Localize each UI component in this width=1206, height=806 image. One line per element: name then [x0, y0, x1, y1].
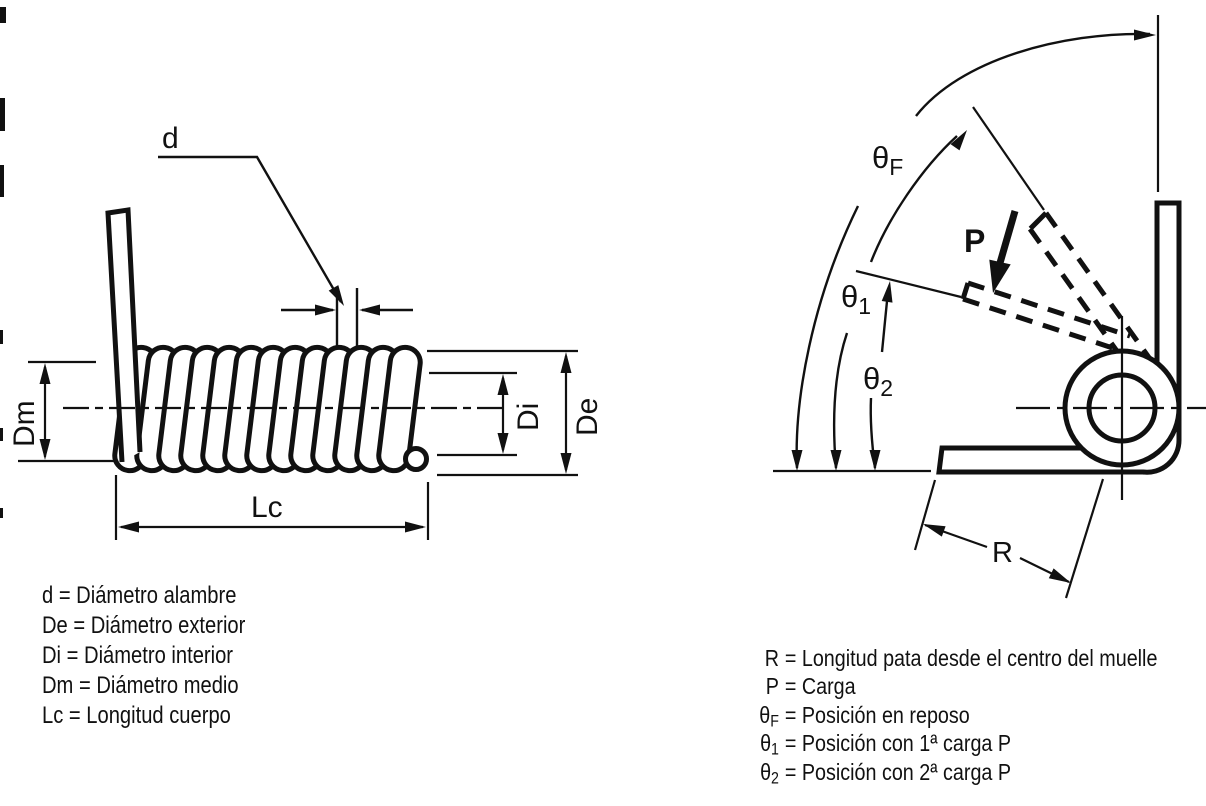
d-arrowhead-left	[359, 304, 380, 316]
legend-line-text: = Posición con 1ª carga P	[784, 730, 1012, 757]
label-outer-diameter: De	[571, 398, 604, 436]
d-leader-line	[158, 155, 343, 303]
dim-outer-diameter	[427, 349, 578, 477]
spring-side-view: d Dm Di	[8, 122, 604, 540]
theta2-arrowhead-bottom	[869, 450, 881, 471]
r-ext-left	[913, 479, 937, 551]
legend-symbol: θF	[759, 701, 779, 731]
legend-spring-dimensions: d = Diámetro alambre De = Diámetro exter…	[42, 581, 245, 731]
left-edge-artifacts	[0, 7, 6, 518]
theta2-arrowhead-top	[881, 281, 893, 303]
dm-arrowhead-down	[39, 439, 51, 460]
legend-symbol: θ1	[760, 730, 779, 759]
dm-arrowhead-up	[39, 363, 51, 384]
theta2-ext-line	[855, 269, 962, 299]
legend-line-text: De = Diámetro exterior	[42, 612, 246, 639]
load-arrow	[989, 210, 1019, 293]
leg-low-top-edge	[967, 280, 1131, 339]
theta1-arc-lower	[832, 332, 849, 469]
leg-low-end-cap	[960, 282, 971, 300]
label-mean-diameter: Dm	[8, 400, 41, 447]
label-theta-2: θ2	[863, 361, 893, 401]
label-leg-length: R	[992, 537, 1013, 569]
fixed-leg-vertical	[1154, 200, 1182, 440]
label-theta-1: θ1	[841, 279, 871, 319]
dim-wire-diameter	[158, 155, 413, 348]
legend-line-text: = Longitud pata desde el centro del muel…	[784, 645, 1158, 671]
de-arrowhead-down	[560, 453, 572, 474]
legend-line: Lc = Longitud cuerpo	[42, 701, 245, 731]
legend-torsion-angles: R = Longitud pata desde el centro del mu…	[742, 644, 1157, 786]
theta1-arrowhead-bottom	[830, 450, 842, 471]
r-arrowhead-left	[923, 524, 946, 537]
theta1-ext-line	[972, 106, 1045, 211]
di-arrowhead-down	[497, 433, 509, 454]
label-theta-f: θF	[872, 140, 903, 180]
thetaF-arc-upper	[915, 32, 1151, 117]
d-leader-arrowhead	[328, 285, 344, 306]
legend-line-text: = Posición en reposo	[784, 701, 970, 728]
leg-45-end-cap	[1028, 211, 1048, 231]
legend-line-text: = Carga	[784, 673, 856, 700]
label-wire-diameter: d	[162, 122, 179, 155]
legend-line: De = Diámetro exterior	[42, 611, 245, 641]
legend-symbol: θ2	[760, 758, 779, 788]
p-arrow-shaft	[996, 210, 1019, 264]
legend-line-text: d = Diámetro alambre	[42, 582, 237, 609]
dim-wire-diameter-heads	[315, 285, 380, 316]
legend-line: θ1 = Posición con 1ª carga P	[742, 729, 1157, 759]
thetaF-arc-lower	[795, 205, 860, 469]
thetaF-arrowhead-bottom	[791, 450, 803, 471]
dim-leg-length-heads	[923, 524, 1071, 583]
label-load: P	[964, 223, 985, 259]
legend-line: R = Longitud pata desde el centro del mu…	[742, 644, 1158, 672]
thetaF-arrowhead-top	[1134, 29, 1156, 41]
legend-line: Dm = Diámetro medio	[42, 671, 245, 701]
dim-outer-diameter-heads	[560, 352, 572, 474]
legend-line: Di = Diámetro interior	[42, 641, 245, 671]
legend-line: θ2 = Posición con 2ª carga P	[742, 758, 1157, 788]
dim-body-length-heads	[118, 521, 426, 533]
theta1-arc-upper	[869, 135, 958, 263]
lc-arrowhead-left	[118, 521, 139, 533]
dim-inner-diameter-heads	[497, 374, 509, 454]
legend-line-text: Di = Diámetro interior	[42, 642, 234, 669]
leg-low-bottom-edge	[962, 296, 1129, 356]
reference-lines	[773, 15, 1160, 473]
de-arrowhead-up	[560, 352, 572, 373]
legend-symbol: P	[765, 673, 779, 700]
rest-leg-horizontal	[936, 439, 1182, 475]
torsion-angle-view: P R θF θ1 θ2	[773, 15, 1206, 599]
label-inner-diameter: Di	[512, 403, 545, 431]
legend-line: d = Diámetro alambre	[42, 581, 245, 611]
d-arrowhead-right	[315, 304, 336, 316]
legend-symbol: R	[764, 645, 779, 671]
di-arrowhead-up	[497, 374, 509, 395]
legend-line: θF = Posición en reposo	[742, 701, 1157, 731]
p-arrowhead	[989, 259, 1011, 293]
lc-arrowhead-right	[405, 521, 426, 533]
spring-leg-left	[105, 207, 143, 463]
angle-arc-heads	[791, 29, 1156, 471]
leg-45-top-edge	[1043, 211, 1153, 361]
wire-end-circle	[403, 446, 429, 472]
dim-body-length	[114, 475, 430, 540]
dim-mean-diameter-heads	[39, 363, 51, 460]
legend-line-text: Lc = Longitud cuerpo	[42, 702, 231, 729]
legend-line-text: Dm = Diámetro medio	[42, 672, 239, 699]
r-ext-right	[1064, 478, 1105, 599]
legend-line-text: = Posición con 2ª carga P	[784, 758, 1012, 785]
r-arrowhead-right	[1048, 568, 1071, 583]
label-body-length: Lc	[251, 491, 283, 524]
theta1-arrowhead-top	[950, 130, 967, 151]
legend-line: P = Carga	[742, 672, 1157, 700]
